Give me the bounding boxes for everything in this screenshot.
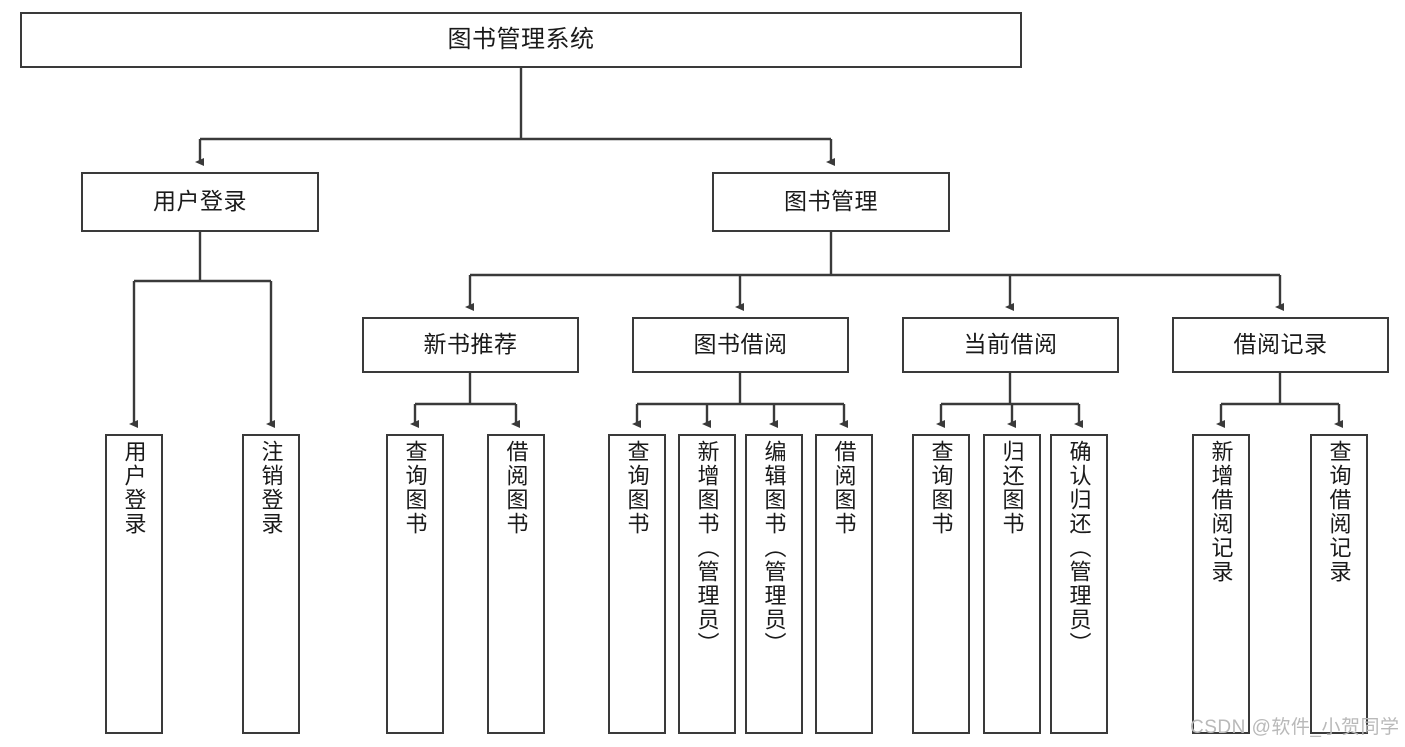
node-user-login[interactable]: 用户登录 <box>81 172 319 232</box>
node-borrow-record-label: 借阅记录 <box>1233 331 1328 358</box>
leaf-borrow-book-recommend-label: 借阅图书 <box>503 440 529 536</box>
node-user-login-label: 用户登录 <box>153 188 247 215</box>
node-book-management-label: 图书管理 <box>784 188 878 215</box>
node-new-book-recommend-label: 新书推荐 <box>423 331 518 358</box>
leaf-query-borrow-record[interactable]: 查询借阅记录 <box>1310 434 1368 734</box>
leaf-query-book-recommend-label: 查询图书 <box>402 440 428 536</box>
leaf-user-login[interactable]: 用户登录 <box>105 434 163 734</box>
leaf-add-book-admin-label: 新增图书（管理员） <box>694 440 720 656</box>
leaf-query-book-recommend[interactable]: 查询图书 <box>386 434 444 734</box>
leaf-add-book-admin[interactable]: 新增图书（管理员） <box>678 434 736 734</box>
leaf-confirm-return-admin[interactable]: 确认归还（管理员） <box>1050 434 1108 734</box>
leaf-logout-label: 注销登录 <box>258 440 284 536</box>
csdn-watermark: CSDN @软件_小贺同学 <box>1190 717 1400 738</box>
node-current-borrow[interactable]: 当前借阅 <box>902 317 1119 373</box>
leaf-return-book[interactable]: 归还图书 <box>983 434 1041 734</box>
node-book-management[interactable]: 图书管理 <box>712 172 950 232</box>
leaf-user-login-label: 用户登录 <box>121 440 147 536</box>
node-current-borrow-label: 当前借阅 <box>963 331 1058 358</box>
leaf-return-book-label: 归还图书 <box>999 440 1025 536</box>
node-root-label: 图书管理系统 <box>447 25 595 53</box>
leaf-query-book-current-label: 查询图书 <box>928 440 954 536</box>
node-root[interactable]: 图书管理系统 <box>20 12 1022 68</box>
leaf-edit-book-admin-label: 编辑图书（管理员） <box>761 440 787 656</box>
leaf-add-borrow-record-label: 新增借阅记录 <box>1208 440 1234 584</box>
node-book-borrow[interactable]: 图书借阅 <box>632 317 849 373</box>
leaf-query-book-current[interactable]: 查询图书 <box>912 434 970 734</box>
leaf-add-borrow-record[interactable]: 新增借阅记录 <box>1192 434 1250 734</box>
node-borrow-record[interactable]: 借阅记录 <box>1172 317 1389 373</box>
leaf-query-book-borrow-label: 查询图书 <box>624 440 650 536</box>
leaf-borrow-book-recommend[interactable]: 借阅图书 <box>487 434 545 734</box>
leaf-edit-book-admin[interactable]: 编辑图书（管理员） <box>745 434 803 734</box>
leaf-borrow-book-label: 借阅图书 <box>831 440 857 536</box>
leaf-query-book-borrow[interactable]: 查询图书 <box>608 434 666 734</box>
leaf-borrow-book[interactable]: 借阅图书 <box>815 434 873 734</box>
leaf-confirm-return-admin-label: 确认归还（管理员） <box>1066 440 1092 656</box>
leaf-logout[interactable]: 注销登录 <box>242 434 300 734</box>
node-book-borrow-label: 图书借阅 <box>693 331 788 358</box>
node-new-book-recommend[interactable]: 新书推荐 <box>362 317 579 373</box>
leaf-query-borrow-record-label: 查询借阅记录 <box>1326 440 1352 584</box>
